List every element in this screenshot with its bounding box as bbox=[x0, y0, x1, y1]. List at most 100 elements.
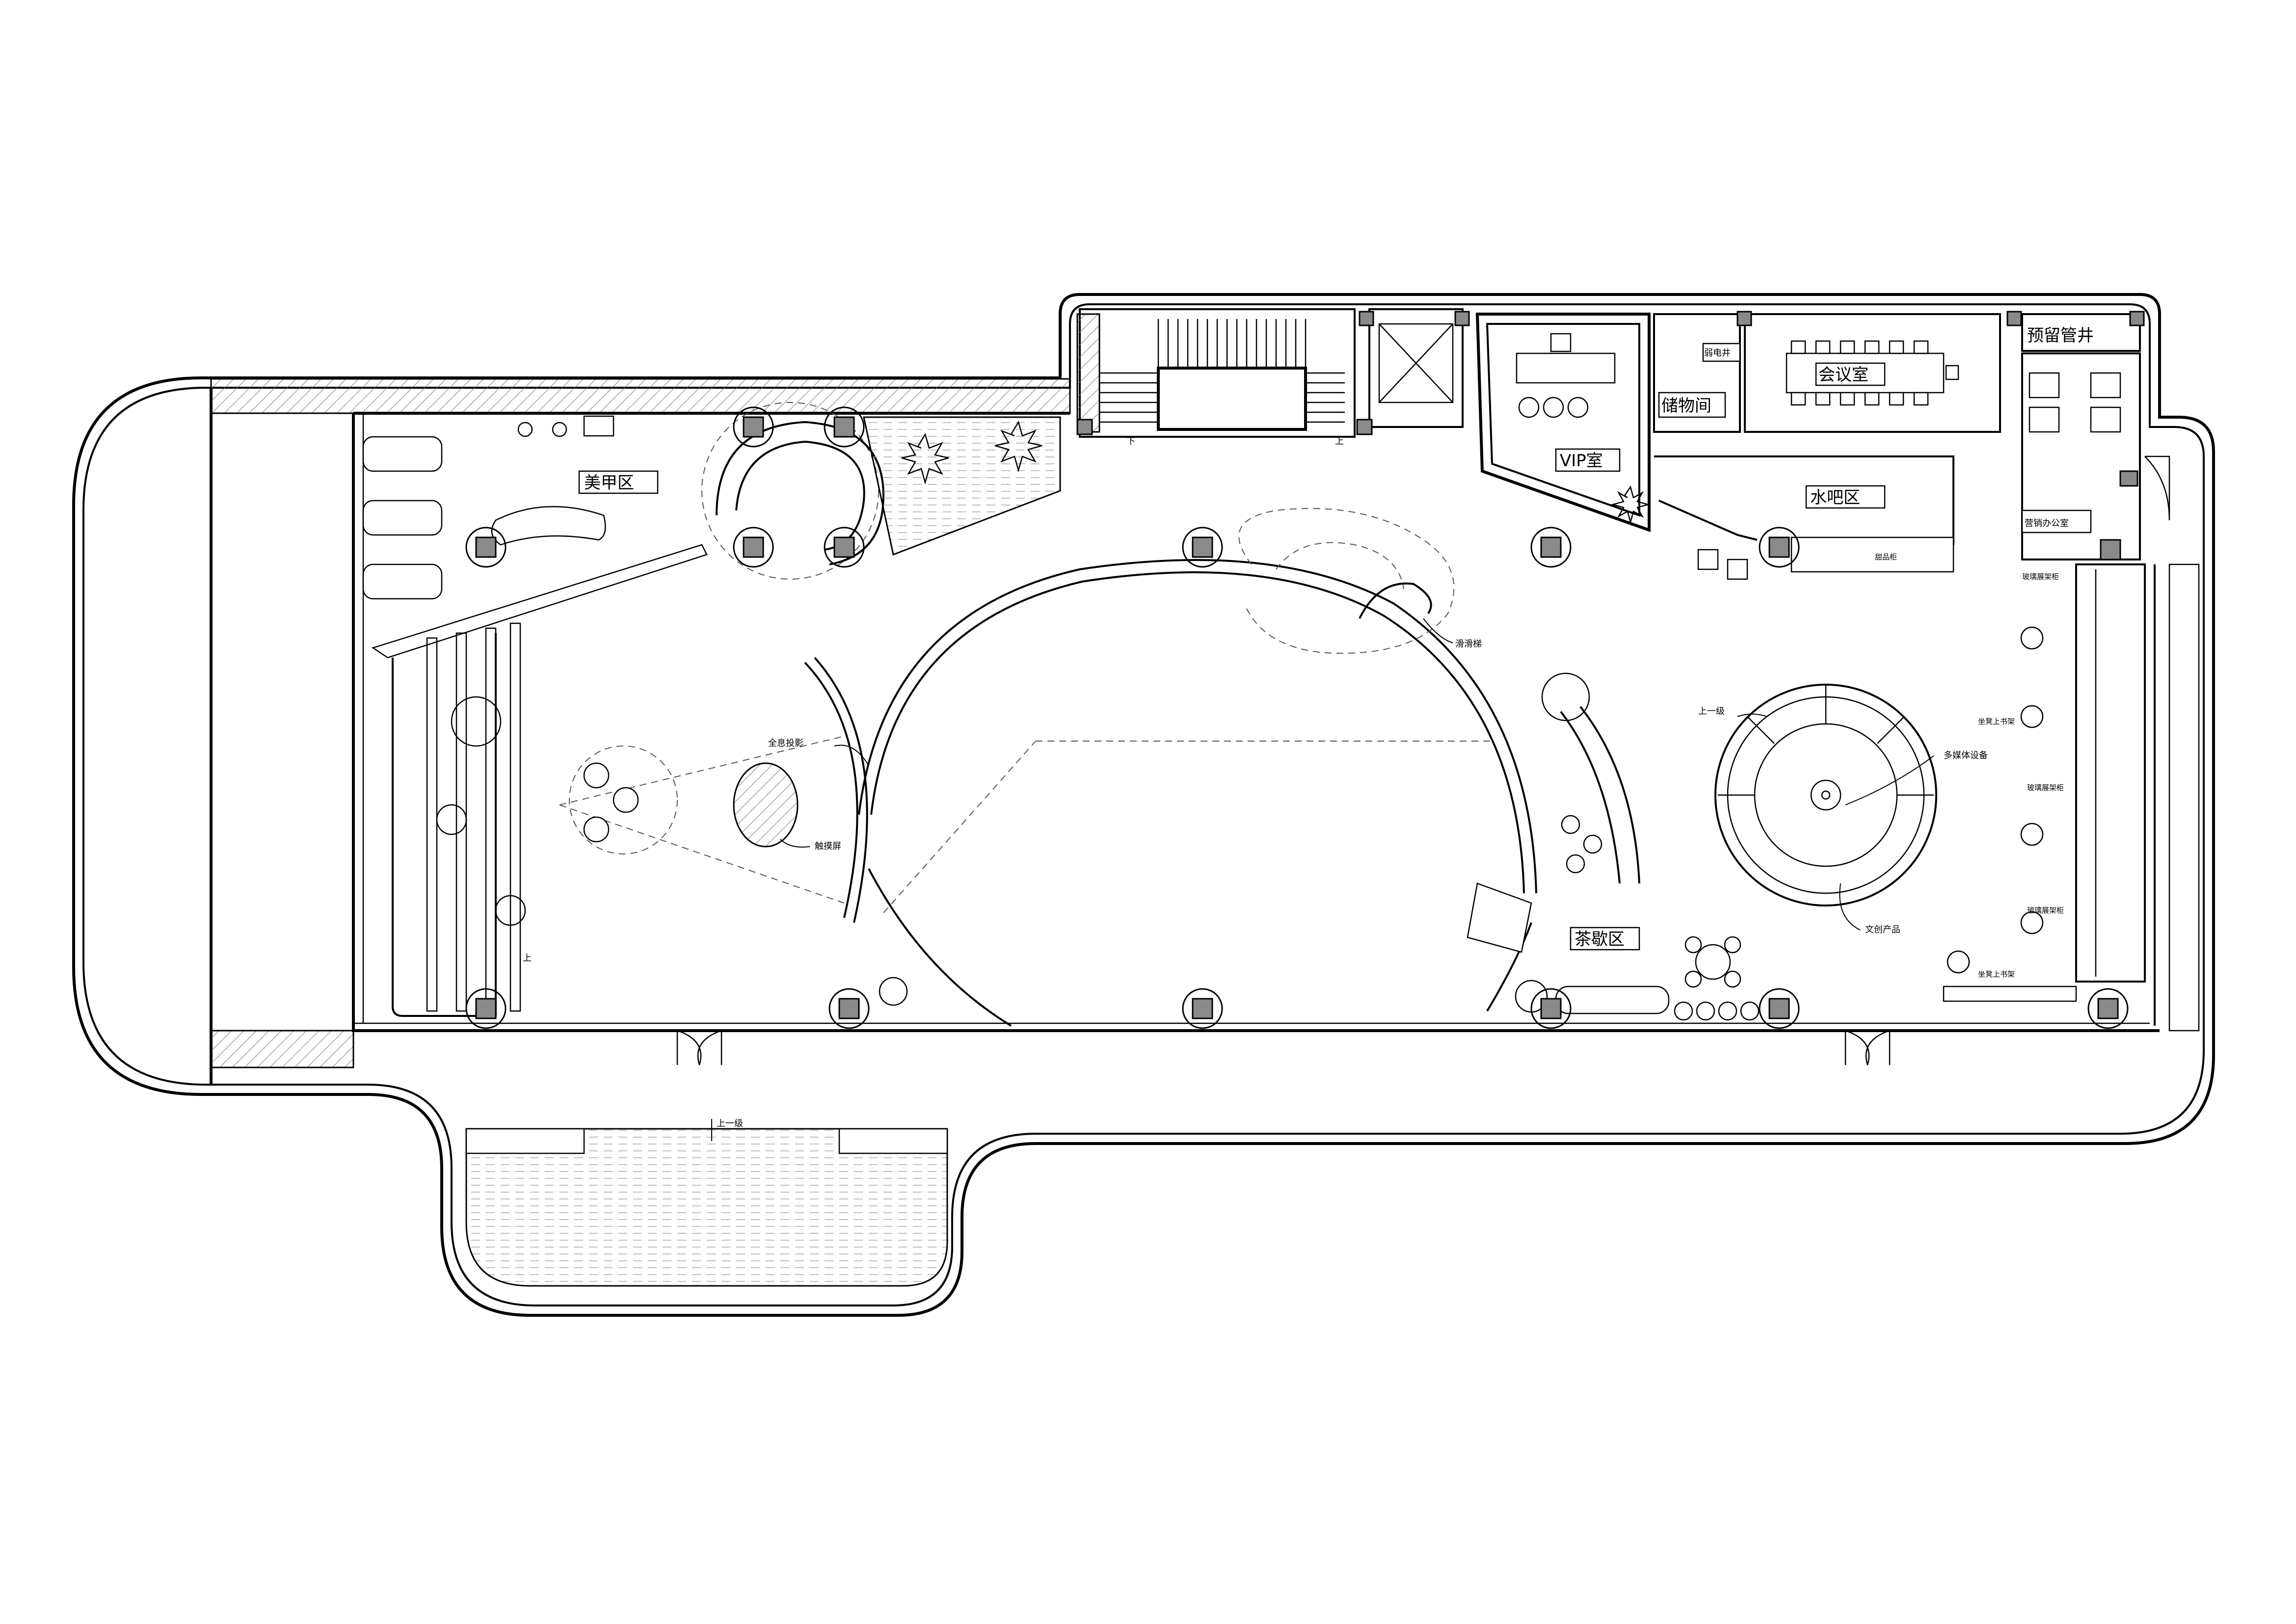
shelf-line-3 bbox=[485, 627, 497, 1012]
south-planter-left bbox=[465, 1128, 585, 1154]
tea-plants bbox=[879, 977, 1760, 1021]
meeting-chairs bbox=[1790, 340, 1959, 406]
hall-wall-left-bottom bbox=[352, 413, 2160, 1032]
slide-leader bbox=[1423, 618, 1453, 643]
door-left[interactable] bbox=[676, 1030, 722, 1065]
south-bench bbox=[1943, 985, 2077, 1002]
weak-current-shaft-label: 弱电井 bbox=[1704, 348, 1731, 358]
cultural-leader bbox=[1839, 883, 1861, 931]
door-right[interactable] bbox=[1844, 1030, 1891, 1065]
glass-shelf-label-3: 玻璃展架柜 bbox=[2027, 906, 2064, 915]
bottom-left-planter bbox=[210, 1030, 354, 1068]
main-hall-boundary bbox=[352, 412, 2160, 1032]
vip-table bbox=[1516, 352, 1616, 384]
rotunda-rib-3 bbox=[1877, 716, 1905, 744]
stair-void bbox=[1157, 367, 1307, 431]
central-arc-outer bbox=[858, 559, 1537, 894]
north-core: 下 上 bbox=[1076, 308, 1464, 447]
office-door[interactable] bbox=[2144, 455, 2170, 521]
sales-office-label-box bbox=[2021, 509, 2092, 533]
bar-stool-2 bbox=[1727, 559, 1748, 580]
tea-curved-bench-inner bbox=[1579, 706, 1640, 884]
left-display-corridor: 上 bbox=[392, 622, 532, 1017]
shelf-line-2 bbox=[455, 632, 467, 1012]
sales-office: 预留管井 营销办公室 bbox=[2021, 313, 2170, 560]
hologram-seat-3 bbox=[583, 816, 610, 843]
vip-chair-top bbox=[1550, 333, 1572, 352]
nail-station-2 bbox=[362, 500, 443, 536]
column-8 bbox=[1759, 527, 1800, 568]
stairs-down-label: 下 bbox=[1126, 436, 1135, 447]
vip-seat-3 bbox=[1567, 397, 1589, 418]
elevator-shaft bbox=[1368, 308, 1464, 428]
nail-station-3 bbox=[362, 563, 443, 600]
stair-treads bbox=[1099, 319, 1345, 423]
tea-area-label-box bbox=[1570, 927, 1640, 951]
nail-area: 美甲区 bbox=[362, 415, 708, 659]
hologram-curved-wall-inner bbox=[814, 657, 868, 923]
basin-1 bbox=[517, 422, 533, 437]
corridor-plant-2 bbox=[495, 895, 526, 926]
hologram-curved-wall bbox=[804, 662, 858, 918]
columns bbox=[465, 311, 2145, 1029]
sink-unit bbox=[583, 415, 614, 437]
nail-area-label: 美甲区 bbox=[584, 473, 634, 493]
rotunda-rib-2 bbox=[1747, 716, 1775, 744]
inner-boundary-line bbox=[82, 303, 2205, 1306]
south-garden-floor bbox=[465, 1128, 948, 1287]
vip-room-inner bbox=[1486, 323, 1640, 517]
booth-dashed-circle bbox=[701, 402, 879, 580]
bookcase-label-2: 坐凳上书架 bbox=[1978, 970, 2015, 979]
central-arc-lower-left bbox=[868, 868, 1012, 1027]
hologram-leader bbox=[834, 745, 869, 766]
vip-seat-2 bbox=[1543, 397, 1564, 418]
left-terrace bbox=[210, 378, 1071, 1085]
tea-chair-1 bbox=[1684, 936, 1702, 954]
storage-label-box bbox=[1658, 392, 1726, 418]
water-bar-counter-line bbox=[1658, 500, 1758, 541]
outer-boundary-line bbox=[72, 293, 2215, 1317]
arc-end-panel bbox=[1467, 882, 1532, 953]
multimedia-label: 多媒体设备 bbox=[1944, 750, 1988, 761]
vip-label-box bbox=[1555, 448, 1621, 472]
office-desk-4 bbox=[2090, 406, 2121, 433]
up-one-step-bottom-label: 上一级 bbox=[717, 1118, 743, 1129]
multimedia-leader bbox=[1845, 755, 1934, 805]
round-booth bbox=[701, 402, 885, 580]
hologram-label: 全息投影 bbox=[768, 738, 803, 748]
meeting-room: 会议室 bbox=[1744, 313, 2001, 433]
glass-shelf-label-2: 玻璃展架柜 bbox=[2027, 783, 2064, 792]
sales-office-label: 营销办公室 bbox=[2025, 518, 2069, 529]
water-bar: 水吧区 甜品柜 bbox=[1654, 455, 1954, 580]
dessert-cabinet bbox=[1790, 536, 1954, 573]
tea-chair-4 bbox=[1724, 970, 1741, 988]
bar-stool-1 bbox=[1697, 549, 1719, 570]
central-arc-lower-right bbox=[1486, 922, 1532, 1012]
water-bar-label: 水吧区 bbox=[1810, 488, 1860, 507]
hologram-seat-2 bbox=[613, 787, 639, 813]
corridor-tree-icon bbox=[451, 696, 502, 747]
vip-plant-icon bbox=[1610, 485, 1651, 525]
column-13 bbox=[1759, 988, 1800, 1029]
vip-seat-1 bbox=[1518, 397, 1540, 418]
garden-plant-2 bbox=[994, 420, 1042, 473]
column-17 bbox=[1359, 311, 1374, 326]
glass-shelf-block bbox=[2075, 563, 2146, 983]
storage-room: 储物间 弱电井 bbox=[1653, 313, 1741, 433]
nail-area-label-box bbox=[578, 470, 659, 494]
office-desk-1 bbox=[2029, 372, 2060, 399]
reserved-shaft-walls bbox=[2021, 313, 2141, 352]
arc-dashed-diagonal bbox=[883, 741, 1036, 913]
display-seat-4 bbox=[2020, 911, 2044, 934]
weak-current-box bbox=[1702, 343, 1741, 362]
tea-tree-icon bbox=[1541, 672, 1590, 721]
column-16 bbox=[1356, 419, 1373, 435]
south-planter-right bbox=[838, 1128, 948, 1154]
core-wall-left bbox=[1076, 313, 1100, 433]
column-23 bbox=[2100, 539, 2121, 560]
south-garden: 上一级 bbox=[465, 1118, 948, 1287]
column-18 bbox=[1454, 311, 1470, 326]
tea-stool-1 bbox=[1561, 815, 1580, 834]
column-15 bbox=[1076, 419, 1093, 435]
